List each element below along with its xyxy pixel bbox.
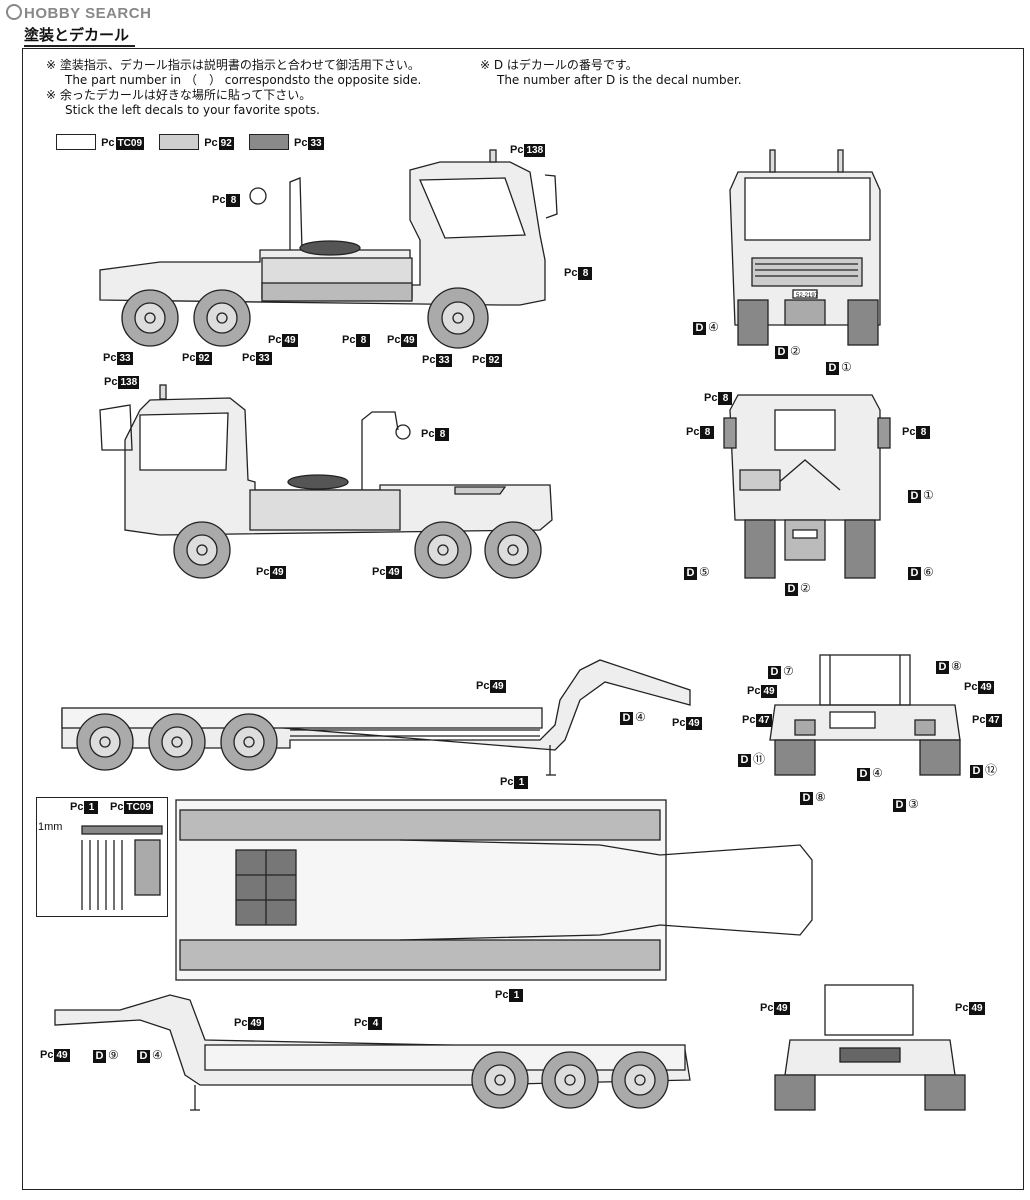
section-title: 塗装とデカール: [24, 24, 136, 47]
hobby-search-logo: HOBBY SEARCH: [6, 4, 151, 22]
detail-inset: [36, 797, 168, 917]
tractor-side-view-left: [99, 149, 558, 349]
trailer-front-view: [774, 984, 966, 1111]
trailer-top-view: [175, 799, 813, 981]
front-plate-text: 52-2197: [796, 293, 819, 299]
trailer-side-view-lower: [54, 994, 691, 1111]
instruction-frame: [22, 48, 1024, 1190]
swatch-tc09: [56, 133, 96, 150]
detail-inset-drawing: [81, 825, 163, 910]
detail-1mm-label: 1mm: [38, 821, 63, 833]
tractor-front-view: [729, 149, 881, 346]
note-2-ja: ※ 余ったデカールは好きな場所に貼って下さい。: [46, 88, 312, 102]
note-block-right: ※ D はデカールの番号です。 The number after D is th…: [480, 58, 742, 88]
logo-mark-icon: [6, 4, 22, 20]
swatch-92: [159, 133, 200, 150]
tractor-side-view-right: [99, 384, 553, 579]
note-block-left: ※ 塗装指示、デカール指示は説明書の指示と合わせて御活用下さい。 The par…: [46, 58, 421, 118]
tractor-rear-view: [723, 394, 891, 579]
trailer-rear-view: [769, 654, 961, 776]
swatch-33: [248, 133, 289, 150]
note-2-en: Stick the left decals to your favorite s…: [65, 103, 320, 117]
note-1-ja: ※ 塗装指示、デカール指示は説明書の指示と合わせて御活用下さい。: [46, 58, 420, 72]
note-3-ja: ※ D はデカールの番号です。: [480, 58, 638, 72]
note-3-en: The number after D is the decal number.: [497, 73, 742, 87]
note-1-en: The part number in （ ） correspondsto the…: [65, 73, 422, 87]
trailer-side-view-upper: [61, 659, 691, 776]
